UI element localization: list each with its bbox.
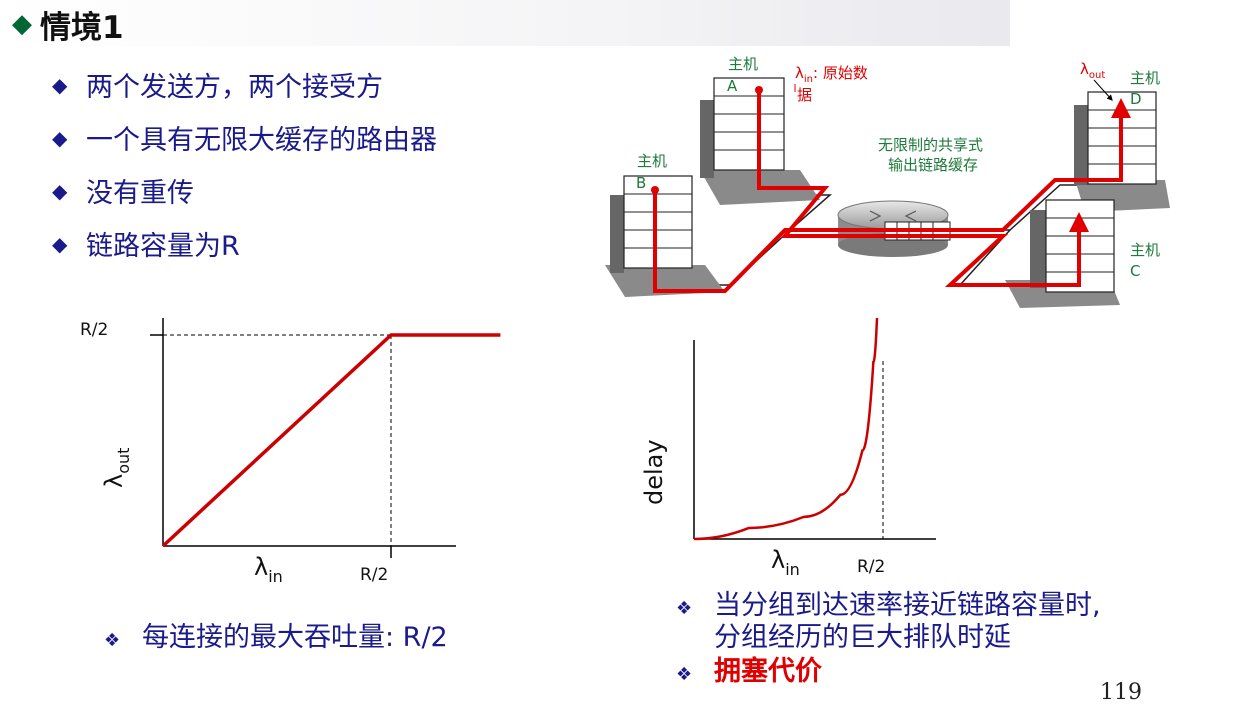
diamond-bullet-icon: ◆ <box>52 72 68 97</box>
host-d-letter: D <box>1130 90 1142 108</box>
delay-note-line-1: 当分组到达速率接近链路容量时, <box>714 590 1101 621</box>
router-icon <box>837 200 951 257</box>
lambda-out-pointer <box>1093 79 1113 101</box>
cost-note-text: 拥塞代价 <box>714 656 822 687</box>
delay-x-label: λin <box>771 546 800 579</box>
delay-y-label: delay <box>640 439 668 505</box>
bullet-text: 两个发送方，两个接受方 <box>86 72 383 103</box>
router-label-1: 无限制的共享式 <box>878 136 983 154</box>
flow-b-to-d <box>653 98 1131 293</box>
lambda-out-label: λout <box>1080 60 1105 81</box>
host-a-letter: A <box>727 77 738 95</box>
cost-note: ❖ 拥塞代价 <box>676 656 822 688</box>
bullet-item: ◆ 链路容量为R <box>52 217 437 270</box>
flow-a-to-c <box>757 90 1089 287</box>
bullet-item: ◆ 一个具有无限大缓存的路由器 <box>52 111 437 164</box>
clover-bullet-icon: ❖ <box>104 630 121 651</box>
bullet-text: 一个具有无限大缓存的路由器 <box>86 125 437 156</box>
network-diagram: 主机 A 主机 B 主机 C 主机 D λin: 原始数 据 λout 无限制的… <box>605 55 1170 308</box>
delay-series-line <box>693 317 879 541</box>
bullet-text: 没有重传 <box>86 178 194 209</box>
bullet-list: ◆ 两个发送方，两个接受方 ◆ 一个具有无限大缓存的路由器 ◆ 没有重传 ◆ 链路容量为… <box>52 58 437 270</box>
host-b <box>605 175 725 297</box>
bullet-text: 链路容量为R <box>86 231 240 262</box>
host-c-letter: C <box>1130 262 1140 280</box>
throughput-x-tick-label: R/2 <box>360 565 388 585</box>
flow-b-start-dot <box>651 186 659 194</box>
router-label-2: 输出链路缓存 <box>888 156 978 174</box>
throughput-chart: R/2 R/2 λin λout <box>80 318 501 586</box>
host-a-label: 主机 <box>728 55 758 73</box>
diamond-bullet-icon: ◆ <box>12 9 32 39</box>
throughput-y-tick-label: R/2 <box>80 320 108 340</box>
throughput-y-label: λout <box>100 448 133 488</box>
clover-bullet-icon: ❖ <box>676 598 693 619</box>
throughput-x-label: λin <box>254 553 283 586</box>
host-b-label: 主机 <box>637 152 667 170</box>
throughput-series-line <box>161 333 501 548</box>
diamond-bullet-icon: ◆ <box>52 178 68 203</box>
host-d-label: 主机 <box>1130 69 1160 87</box>
host-b-letter: B <box>636 174 646 192</box>
clover-bullet-icon: ❖ <box>676 664 693 685</box>
throughput-note: ❖ 每连接的最大吞吐量: R/2 <box>104 622 448 654</box>
delay-x-tick-label: R/2 <box>857 557 885 577</box>
bullet-item: ◆ 没有重传 <box>52 164 437 217</box>
host-c <box>1005 199 1120 308</box>
diamond-bullet-icon: ◆ <box>52 125 68 150</box>
host-c-label: 主机 <box>1130 241 1160 259</box>
lambda-in-label-line2: 据 <box>797 86 812 104</box>
flow-a-start-dot <box>755 86 763 94</box>
throughput-note-text: 每连接的最大吞吐量: R/2 <box>142 622 448 653</box>
lambda-in-label: λin: 原始数 <box>795 64 868 85</box>
slide-title-text: 情境1 <box>40 9 124 46</box>
delay-note-line-2: 分组经历的巨大排队时延 <box>714 622 1011 653</box>
page-number: 119 <box>1100 680 1142 705</box>
title-bar <box>0 0 1010 46</box>
delay-chart: R/2 λin delay <box>640 317 936 579</box>
delay-note-text: 当分组到达速率接近链路容量时, 分组经历的巨大排队时延 <box>714 590 1101 654</box>
delay-note: ❖ 当分组到达速率接近链路容量时, 分组经历的巨大排队时延 <box>676 590 1101 654</box>
diamond-bullet-icon: ◆ <box>52 231 68 256</box>
bullet-item: ◆ 两个发送方，两个接受方 <box>52 58 437 111</box>
slide-title: ◆ 情境1 <box>12 4 124 46</box>
